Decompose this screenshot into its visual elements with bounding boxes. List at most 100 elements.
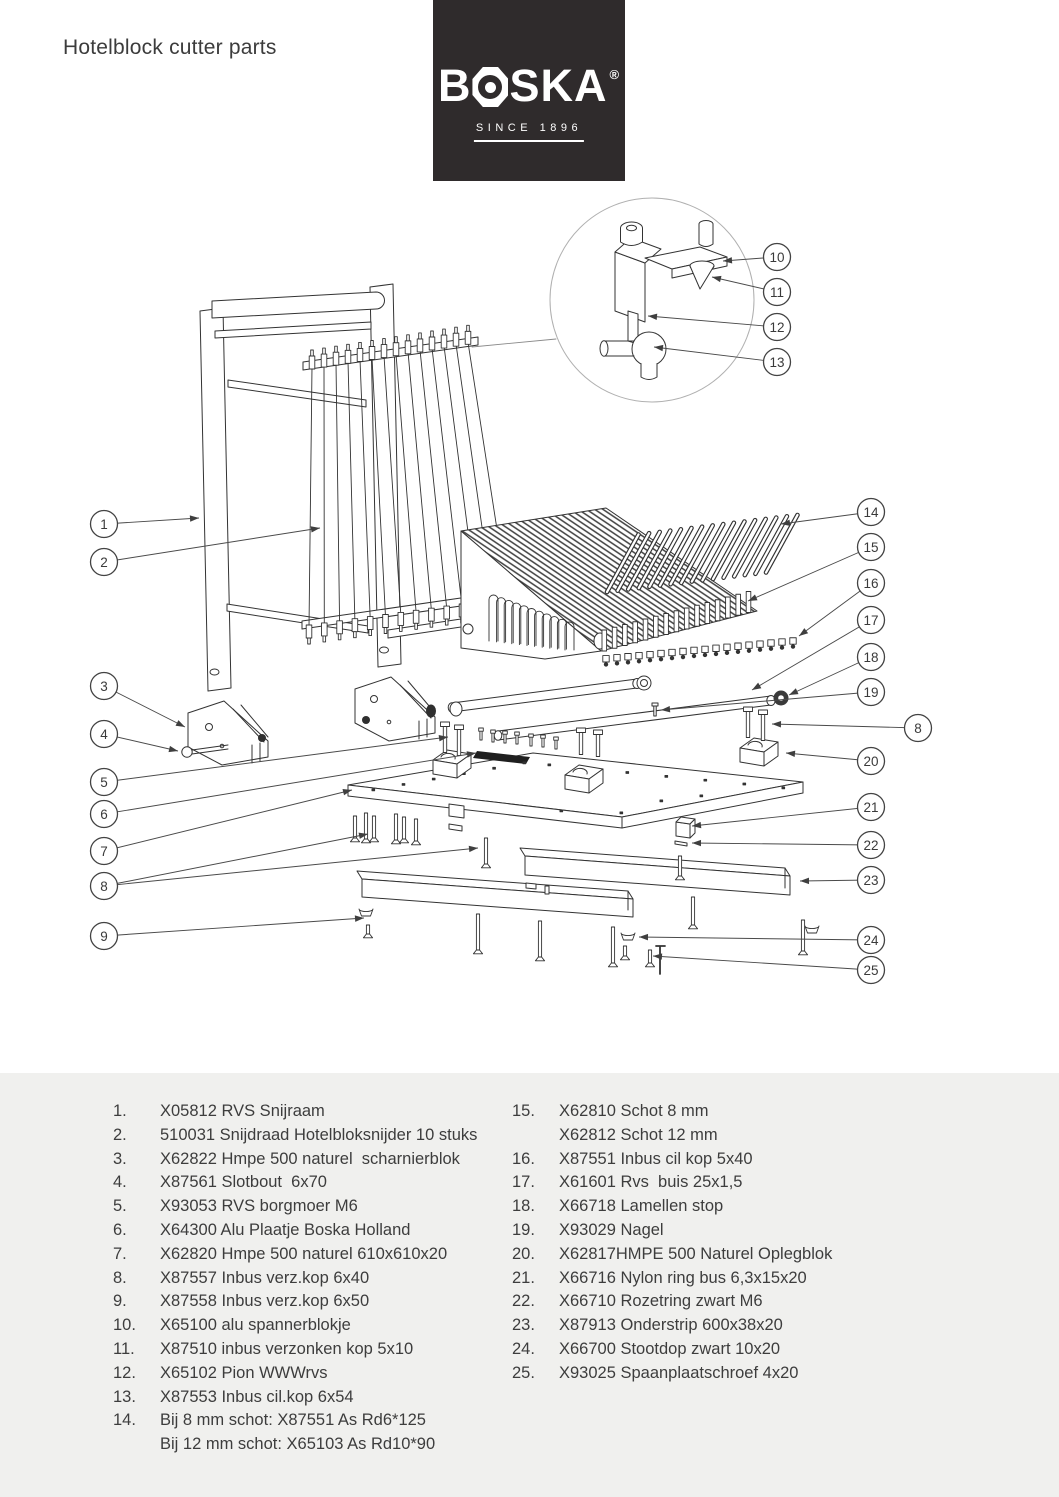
exploded-diagram: 1234567891011121314151617181982021222324… [89, 197, 933, 985]
registered-mark: ® [609, 67, 621, 82]
part-row: 18.X66718 Lamellen stop [512, 1195, 932, 1219]
parts-list-left: 1. X05812 RVS Snijraam 2. 510031 Snijdraad … [113, 1100, 508, 1457]
part-row: 8.X87557 Inbus verz.kop 6x40 [113, 1267, 508, 1291]
part-description: X87913 Onderstrip 600x38x20 [559, 1316, 783, 1335]
understrips [356, 847, 791, 918]
cutting-frame [199, 283, 402, 692]
part-number: 7. [113, 1244, 127, 1263]
callout-9: 9 [89, 921, 119, 951]
part-row: 21.X66716 Nylon ring bus 6,3x15x20 [512, 1267, 932, 1291]
svg-text:1: 1 [100, 517, 108, 532]
part-number: 25. [512, 1363, 535, 1382]
part-row: 4.X87561 Slotbout 6x70 [113, 1171, 508, 1195]
callout-balloons: 1234567891011121314151617181982021222324… [89, 242, 933, 985]
part-row: 5. X93053 RVS borgmoer M6 [113, 1195, 508, 1219]
part-row: 17. X61601 Rvs buis 25x1,5 [512, 1171, 932, 1195]
part-description: X64300 Alu Plaatje Boska Holland [160, 1220, 411, 1239]
svg-text:25: 25 [863, 963, 878, 978]
detail-circle [549, 197, 755, 403]
tubes [447, 675, 789, 741]
part-description: X66710 Rozetring zwart M6 [559, 1292, 763, 1311]
svg-text:22: 22 [863, 838, 878, 853]
callout-14: 14 [856, 497, 886, 527]
part-description: X62810 Schot 8 mm [559, 1102, 709, 1120]
part-description: X93029 Nagel [559, 1220, 664, 1239]
part-number: 13. [113, 1387, 136, 1406]
part-row: 3.X62822 Hmpe 500 naturel scharnierblok [113, 1148, 508, 1172]
svg-text:17: 17 [863, 613, 878, 628]
small-hardware [651, 702, 696, 975]
svg-text:18: 18 [863, 650, 878, 665]
part-row: 14.Bij 8 mm schot: X87551 As Rd6*125 [113, 1409, 508, 1433]
callout-15: 15 [856, 532, 886, 562]
part-row: Bij 12 mm schot: X65103 As Rd10*90 [113, 1433, 508, 1457]
part-number: 22. [512, 1292, 535, 1311]
callout-12: 12 [762, 312, 792, 342]
part-number: 20. [512, 1244, 535, 1263]
svg-text:2: 2 [100, 555, 108, 570]
callout-21: 21 [856, 792, 886, 822]
callout-20: 20 [856, 746, 886, 776]
part-row: 6.X64300 Alu Plaatje Boska Holland [113, 1219, 508, 1243]
svg-text:8: 8 [100, 879, 108, 894]
callout-1: 1 [89, 509, 119, 539]
svg-text:14: 14 [863, 505, 879, 520]
part-description: X87558 Inbus verz.kop 6x50 [160, 1292, 370, 1311]
callout-3: 3 [89, 671, 119, 701]
part-row: 16.X87551 Inbus cil kop 5x40 [512, 1148, 932, 1172]
part-number: 1. [113, 1102, 127, 1120]
part-description: Bij 12 mm schot: X65103 As Rd10*90 [160, 1435, 436, 1454]
part-row: 23. X87913 Onderstrip 600x38x20 [512, 1314, 932, 1338]
base-plate [347, 737, 804, 832]
part-number: 23. [512, 1316, 535, 1335]
part-description: X87510 inbus verzonken kop 5x10 [160, 1339, 414, 1358]
part-description: X05812 RVS Snijraam [160, 1102, 325, 1120]
callout-5: 5 [89, 767, 119, 797]
detail-link-line [471, 338, 557, 348]
callout-8: 8 [89, 871, 119, 901]
part-number: 9. [113, 1292, 127, 1311]
part-number: 17. [512, 1173, 535, 1192]
callout-11: 11 [762, 277, 792, 307]
part-description: X66716 Nylon ring bus 6,3x15x20 [559, 1268, 807, 1287]
part-row: 13. X87553 Inbus cil.kop 6x54 [113, 1386, 508, 1410]
callout-23: 23 [856, 865, 886, 895]
part-row: 15. X62810 Schot 8 mm [512, 1100, 932, 1124]
callout-24: 24 [856, 925, 886, 955]
svg-text:19: 19 [863, 685, 878, 700]
part-number: 5. [113, 1197, 127, 1216]
svg-text:8: 8 [914, 721, 922, 736]
svg-text:21: 21 [863, 800, 878, 815]
part-number: 15. [512, 1102, 535, 1120]
part-number: 19. [512, 1220, 535, 1239]
part-number: 12. [113, 1363, 136, 1382]
callout-7: 7 [89, 836, 119, 866]
svg-text:6: 6 [100, 807, 108, 822]
svg-text:15: 15 [863, 540, 878, 555]
callout-8: 8 [903, 713, 933, 743]
part-description: X87557 Inbus verz.kop 6x40 [160, 1268, 370, 1287]
part-description: X87553 Inbus cil.kop 6x54 [160, 1387, 354, 1406]
part-description: X93053 RVS borgmoer M6 [160, 1197, 358, 1216]
part-description: X66718 Lamellen stop [559, 1197, 724, 1216]
callout-4: 4 [89, 719, 119, 749]
part-description: X62820 Hmpe 500 naturel 610x610x20 [160, 1244, 448, 1263]
part-number: 2. [113, 1125, 127, 1144]
svg-text:20: 20 [863, 754, 878, 769]
svg-text:10: 10 [769, 250, 784, 265]
part-description: 510031 Snijdraad Hotelbloksnijder 10 stu… [160, 1125, 478, 1144]
part-row: 12. X65102 Pion WWWrvs [113, 1362, 508, 1386]
callout-10: 10 [762, 242, 792, 272]
svg-text:24: 24 [863, 933, 879, 948]
svg-text:11: 11 [770, 285, 784, 300]
part-description: X65102 Pion WWWrvs [160, 1363, 328, 1382]
svg-text:12: 12 [769, 320, 784, 335]
part-number: 3. [113, 1149, 127, 1168]
svg-text:7: 7 [100, 844, 108, 859]
callout-18: 18 [856, 642, 886, 672]
since-tagline: SINCE 1896 [473, 122, 585, 142]
part-description: X61601 Rvs buis 25x1,5 [559, 1173, 743, 1192]
part-row: 7. X62820 Hmpe 500 naturel 610x610x20 [113, 1243, 508, 1267]
part-number [512, 1124, 559, 1148]
part-description: X66700 Stootdop zwart 10x20 [559, 1339, 781, 1358]
